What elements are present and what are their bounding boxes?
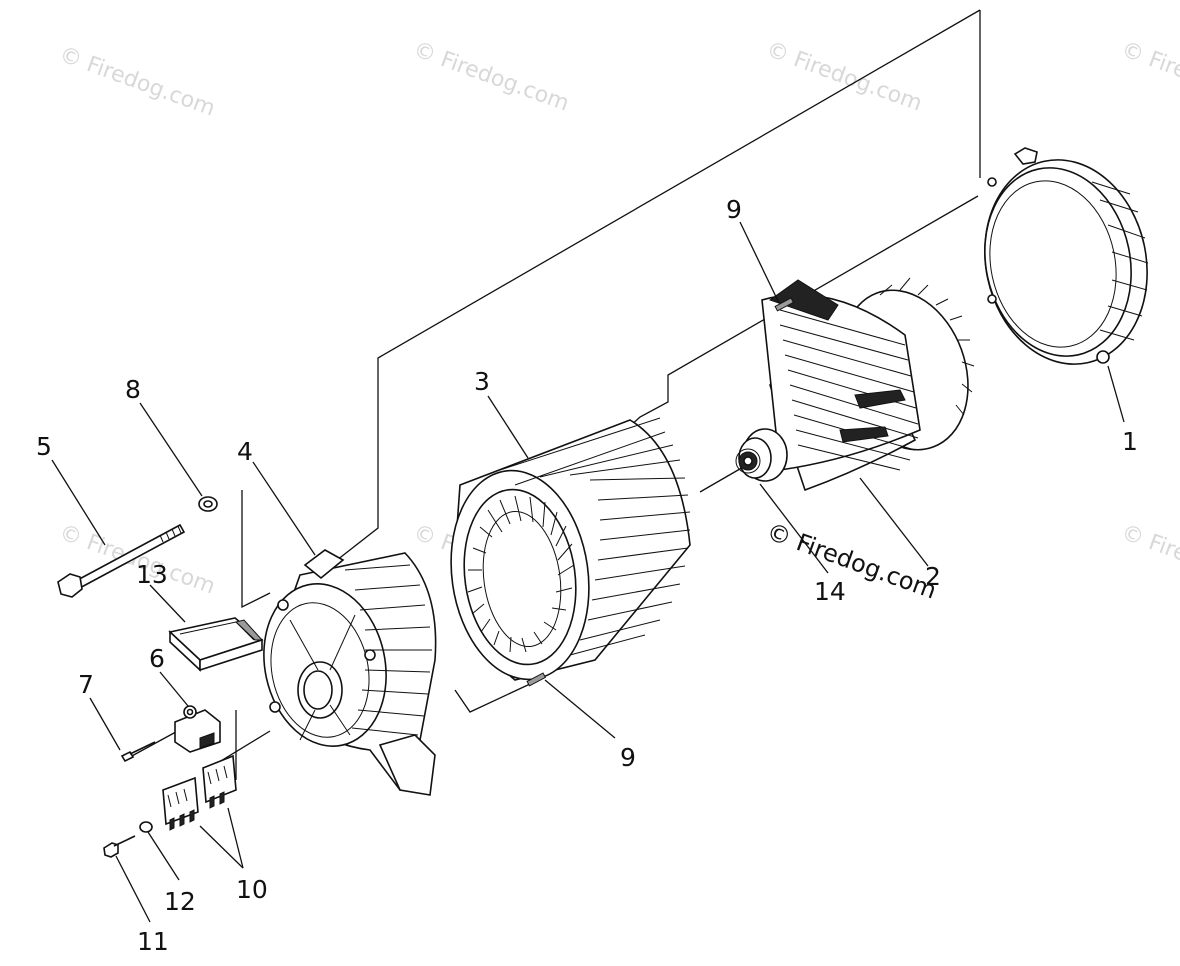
washer-icon	[198, 496, 218, 512]
brush-holder-icon	[174, 705, 221, 753]
callouts: 1 2 3 4 5 6 7 8 9 9 10 11 12 13 14	[36, 195, 1138, 956]
watermark: © Firedog.com	[410, 37, 572, 116]
front-housing-icon	[263, 549, 437, 796]
callout-13: 13	[136, 560, 168, 589]
screw-icon	[120, 741, 156, 763]
callout-11: 11	[137, 927, 169, 956]
callout-7: 7	[78, 670, 94, 699]
callout-9-top: 9	[726, 195, 742, 224]
callout-9-bottom: 9	[620, 743, 636, 772]
watermark: © Firedog.com	[56, 42, 218, 121]
bolt-icon	[103, 835, 136, 858]
callout-10: 10	[236, 875, 268, 904]
callout-5: 5	[36, 432, 52, 461]
watermark: © Firedog.com	[1118, 520, 1180, 599]
rear-housing-icon	[984, 147, 1149, 365]
callout-1: 1	[1122, 427, 1138, 456]
callout-2: 2	[925, 562, 941, 591]
callout-12: 12	[164, 887, 196, 916]
watermark-prominent: © Firedog.com	[763, 517, 940, 604]
callout-4: 4	[237, 437, 253, 466]
bearing-icon	[735, 448, 761, 474]
callout-6: 6	[149, 644, 165, 673]
callout-3: 3	[474, 367, 490, 396]
watermark: © Firedog.com	[763, 37, 925, 116]
lock-washer-icon	[139, 821, 153, 833]
rotor-icon	[738, 277, 975, 492]
stator-icon	[450, 297, 795, 687]
callout-8: 8	[125, 375, 141, 404]
rectifier-icon	[162, 754, 237, 831]
through-bolt-icon	[57, 523, 186, 598]
watermark: © Firedog.com	[1118, 37, 1180, 116]
capacitor-pad-icon	[168, 617, 264, 672]
leader-lines	[51, 221, 1125, 923]
callout-14: 14	[814, 577, 846, 606]
